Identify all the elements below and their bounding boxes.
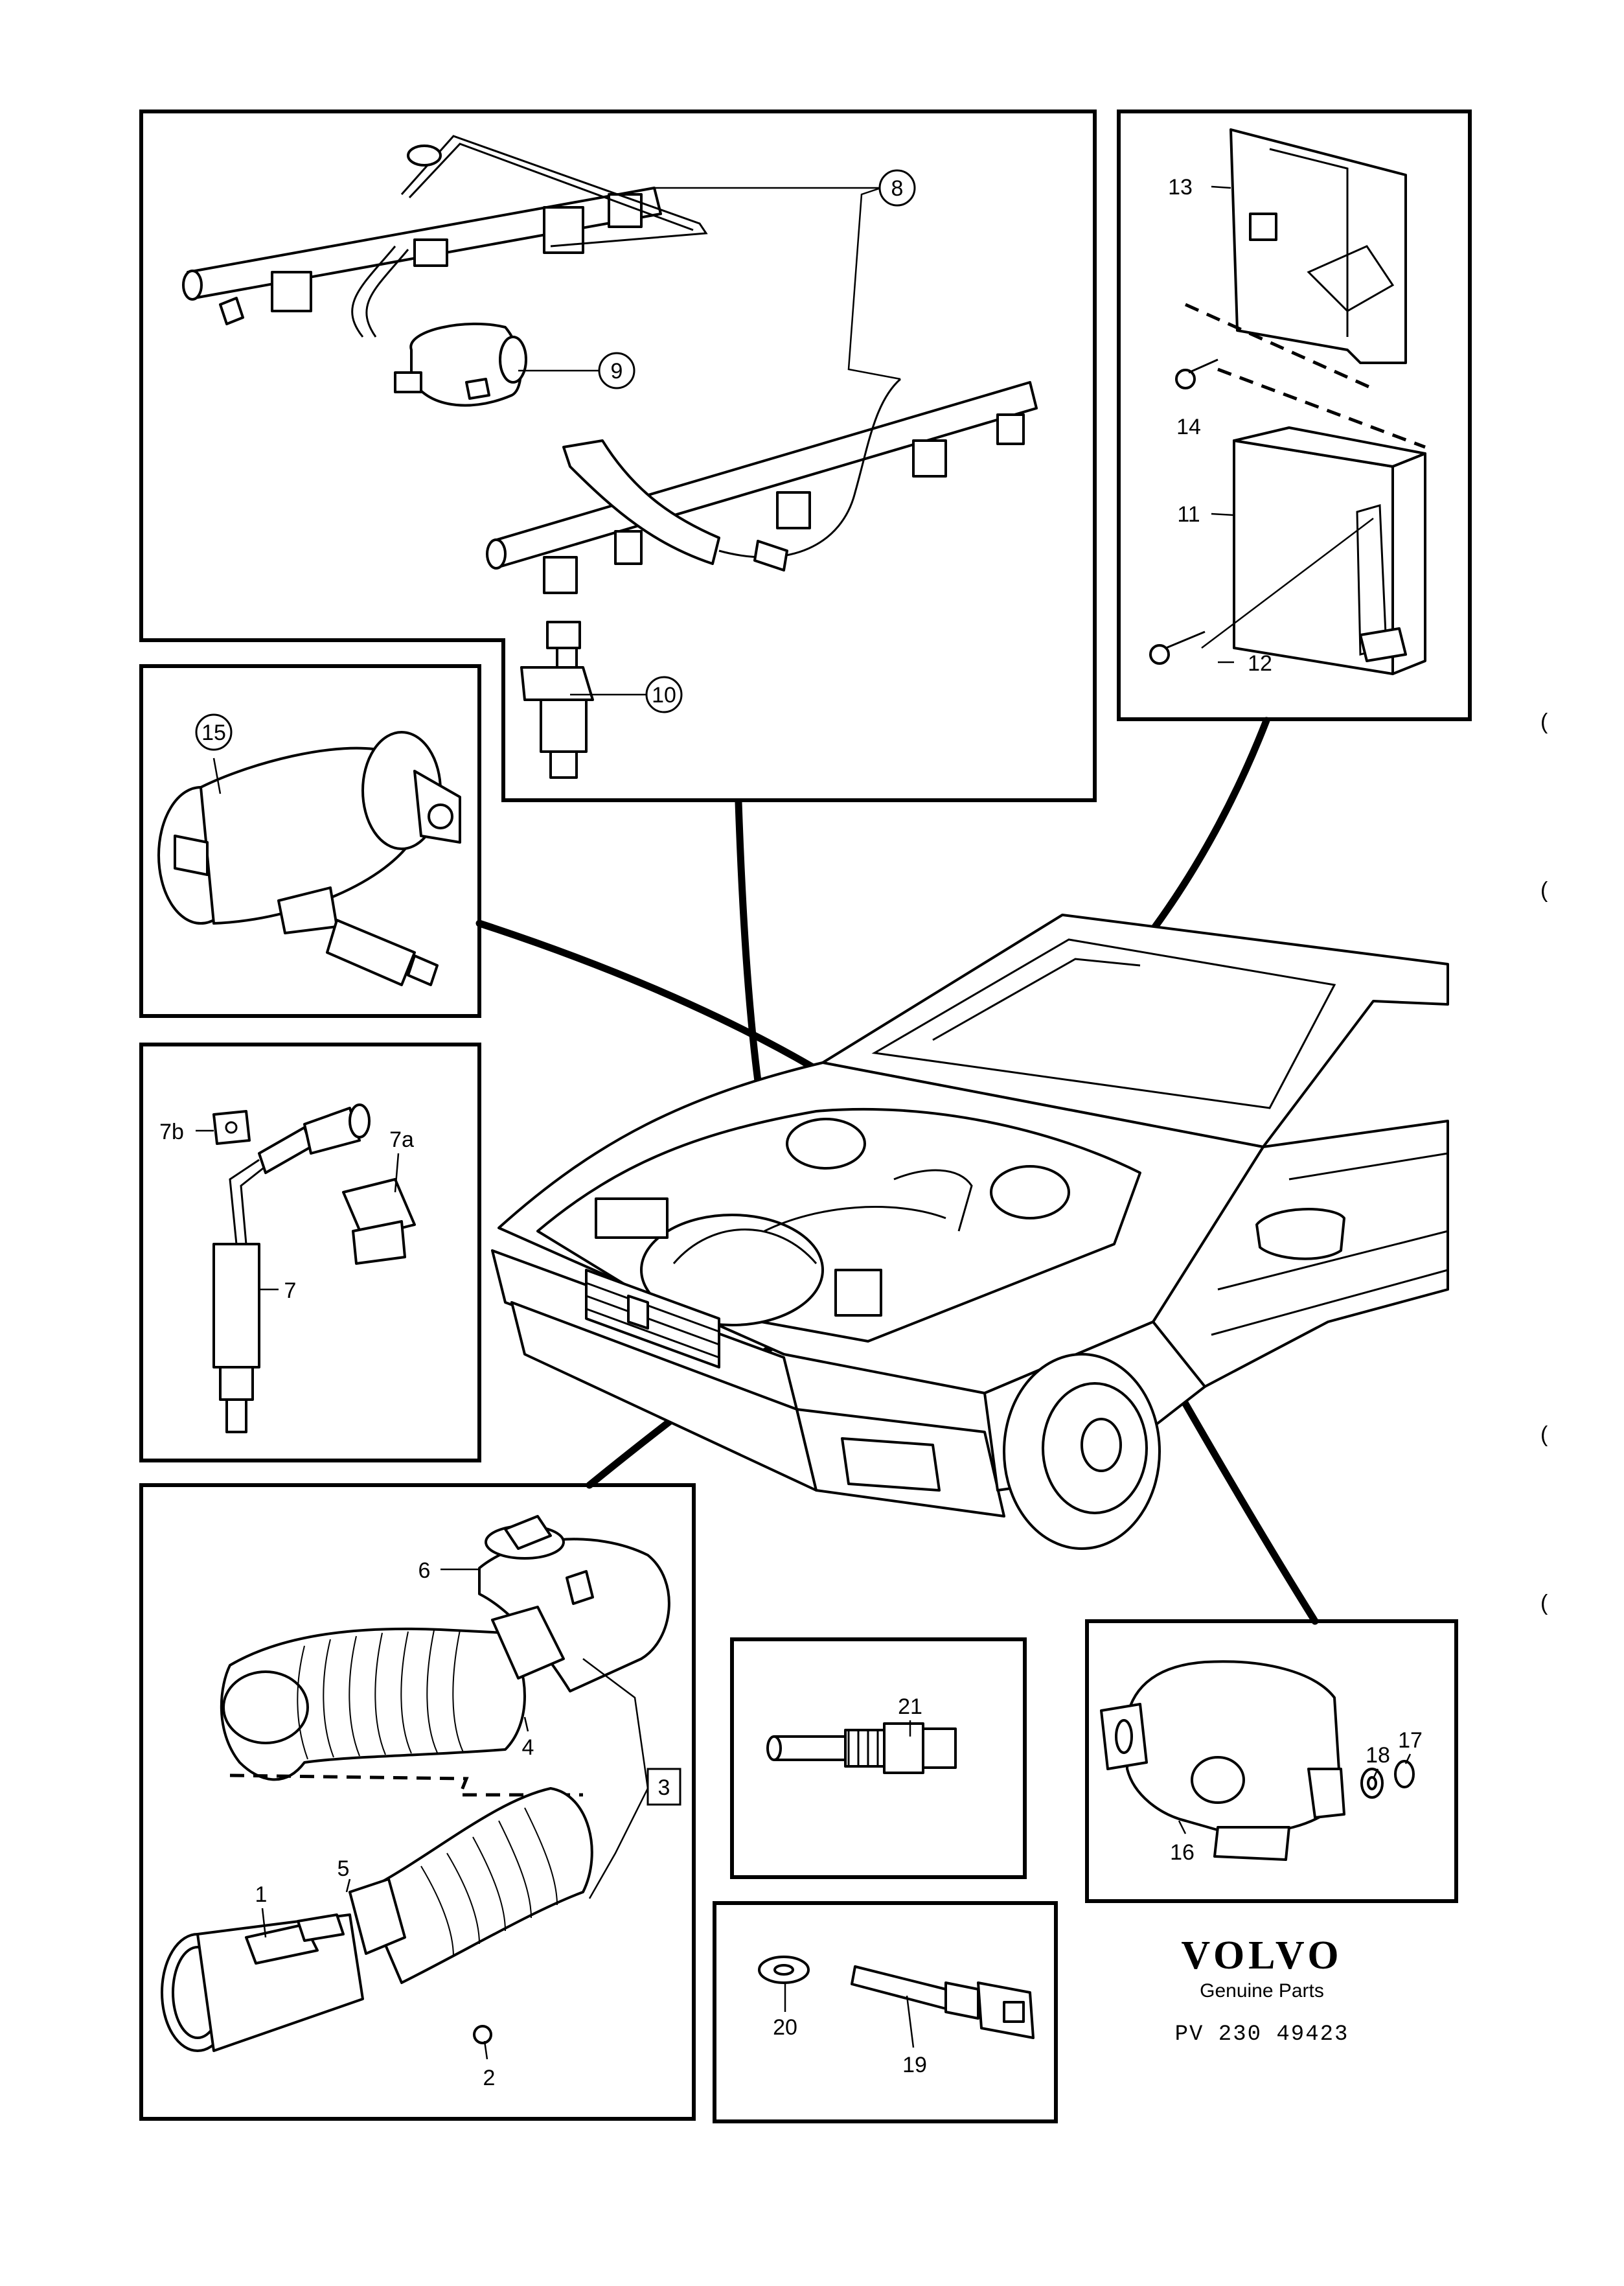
- car-illustration: [491, 914, 1449, 1550]
- callout-3: 3: [658, 1775, 670, 1800]
- callout-21: 21: [898, 1694, 922, 1719]
- lambda-sensor: [212, 1103, 371, 1433]
- coolant-sensor-19: [851, 1965, 1035, 2039]
- washer-18: [1360, 1768, 1384, 1799]
- screw-14: [1175, 358, 1218, 389]
- reference-number: PV 230 49423: [1175, 2022, 1349, 2047]
- callout-4: 4: [522, 1735, 534, 1760]
- callout-7a: 7a: [389, 1127, 414, 1152]
- callout-9: 9: [611, 359, 623, 384]
- idle-air-valve: [157, 731, 461, 986]
- callout-15: 15: [201, 721, 226, 745]
- idle-valve-panel-frame: [139, 664, 481, 1018]
- callout-19: 19: [902, 2053, 927, 2077]
- temp-sensor-panel-frame: [730, 1637, 1027, 1879]
- clip-7a: [342, 1178, 416, 1265]
- fuel-rail-panel-frame: [139, 110, 1097, 802]
- pressure-regulator: [394, 322, 527, 407]
- callout-10: 10: [652, 683, 676, 708]
- air-intake-panel-frame: [139, 1483, 696, 2121]
- callout-6: 6: [418, 1558, 431, 1583]
- control-unit-dashed: [1217, 367, 1426, 449]
- control-unit-panel-frame: [1117, 110, 1472, 721]
- callout-2: 2: [483, 2066, 496, 2090]
- margin-mark: (: [1540, 1591, 1548, 1615]
- volvo-logo: VOLVO: [1181, 1934, 1342, 1978]
- callout-11: 11: [1177, 502, 1200, 527]
- callout-18: 18: [1366, 1743, 1390, 1768]
- injector: [520, 621, 594, 779]
- control-unit-bracket: [1184, 128, 1407, 391]
- coolant-sensor-panel-frame: [713, 1901, 1058, 2123]
- throttle-switch: [1100, 1660, 1345, 1861]
- callout-3-box: [646, 1768, 681, 1806]
- margin-mark: (: [1540, 878, 1548, 903]
- clip-7b: [212, 1110, 251, 1145]
- genuine-parts-tagline: Genuine Parts: [1200, 1980, 1324, 2002]
- lambda-sensor-panel-frame: [139, 1043, 481, 1462]
- air-hose-lower: [349, 1787, 593, 1984]
- intake-dashed-line: [229, 1773, 583, 1797]
- washer-20: [758, 1956, 810, 1984]
- callout-20: 20: [773, 2015, 797, 2040]
- control-unit-box: [1233, 426, 1426, 675]
- callout-7: 7: [284, 1278, 297, 1303]
- screw-17: [1394, 1760, 1415, 1788]
- callout-17: 17: [1398, 1728, 1423, 1753]
- throttle-switch-panel-frame: [1085, 1619, 1458, 1903]
- callout-1: 1: [255, 1882, 268, 1907]
- callout-7b: 7b: [159, 1120, 184, 1144]
- callout-8: 8: [891, 176, 904, 201]
- callout-12: 12: [1248, 651, 1272, 676]
- fuel-rail-upper: [182, 135, 708, 338]
- bellows-upper: [220, 1606, 565, 1781]
- air-mass-meter: [161, 1913, 364, 2052]
- screw-12: [1149, 630, 1206, 665]
- margin-mark: (: [1540, 1422, 1548, 1447]
- callout-5: 5: [337, 1856, 350, 1881]
- callout-13: 13: [1168, 175, 1193, 200]
- fuel-rail-lower: [486, 378, 1038, 594]
- screw-2: [473, 2025, 492, 2044]
- callout-14: 14: [1176, 415, 1201, 439]
- callout-16: 16: [1170, 1840, 1195, 1865]
- margin-mark: (: [1540, 710, 1548, 734]
- temp-sensor-21: [766, 1722, 957, 1774]
